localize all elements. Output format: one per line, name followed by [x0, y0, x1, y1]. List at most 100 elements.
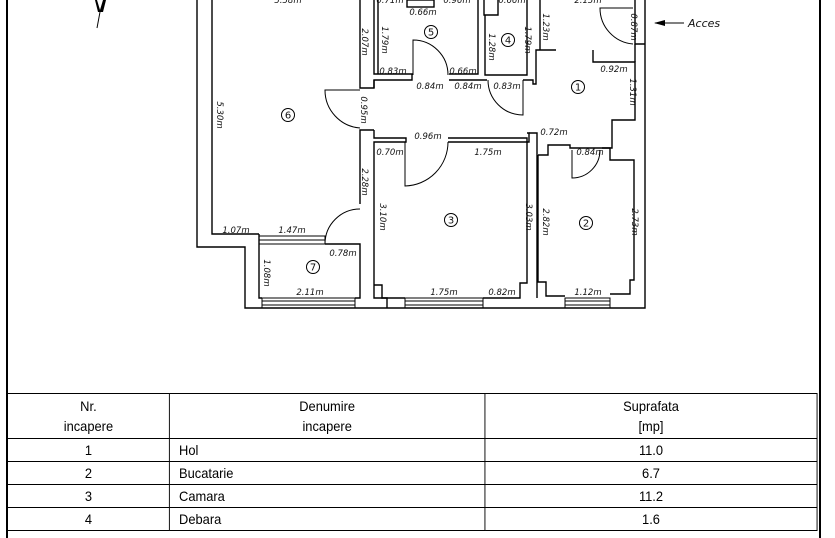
room-number: 7 [310, 263, 316, 274]
wall-2-top [529, 132, 538, 298]
windows [258, 235, 611, 309]
wall-6-right-lower [359, 129, 374, 204]
dimension-label: 2.13m [574, 0, 601, 6]
room-5-niche [406, 0, 435, 8]
dimension-label: 1.79m [522, 26, 532, 53]
dimension-label: 1.07m [222, 226, 249, 236]
dimension-label: 0.83m [379, 67, 406, 77]
header-area-line1: Suprafata [623, 398, 679, 414]
room-4-wall [483, 0, 499, 16]
dimension-label: 0.87m [628, 13, 638, 40]
dimension-label: 1.75m [474, 148, 501, 158]
room-number: 6 [285, 111, 291, 122]
dimension-label: 0.78m [329, 249, 356, 259]
cell-name: Camara [168, 484, 486, 508]
header-nr-line2: incapere [63, 418, 114, 434]
dimension-label: 0.95m [358, 96, 368, 123]
room-number: 5 [428, 28, 434, 39]
room-5-wall [373, 0, 413, 88]
dimension-label: 1.75m [430, 288, 457, 298]
header-name-line1: Denumire [299, 398, 356, 414]
dimension-label: 0.71m [376, 0, 403, 6]
outer-wall [196, 0, 646, 309]
dimension-labels: 3.38m 0.71m 0.96m 0.66m 0.66m 2.13m 1.79m 2.07m… [214, 0, 639, 298]
dimension-label: 2.07m [359, 28, 369, 55]
drawing-frame [6, 0, 821, 538]
cell-area: 11.0 [484, 438, 818, 462]
north-arrow-icon [95, 0, 106, 29]
dimension-label: 1.08m [261, 259, 271, 286]
room-marker-circle [501, 33, 515, 47]
dimension-label: 0.66m [498, 0, 525, 6]
room-2-right [602, 147, 635, 295]
room-2 [538, 133, 613, 156]
room-marker-circle [444, 213, 458, 227]
dimension-label: 0.83m [493, 82, 520, 92]
dimension-label: 1.31m [627, 78, 637, 105]
room-number: 3 [448, 216, 454, 227]
room-3-bottom-left [374, 284, 405, 299]
dimension-label: 0.72m [540, 128, 567, 138]
room-marker-circle [281, 108, 295, 122]
room-4-box [484, 0, 528, 76]
dimension-label: 5.30m [214, 101, 224, 128]
dimension-label: 0.66m [409, 8, 436, 18]
header-area-line2: [mp] [638, 418, 664, 434]
cell-name: Debara [168, 507, 486, 531]
room-5-right [449, 0, 479, 75]
room-7 [258, 234, 262, 299]
cell-name: Bucatarie [168, 461, 486, 485]
room-2-left [537, 155, 565, 297]
header-name-line2: incapere [302, 418, 352, 434]
table-header-row: Nr.incapere Denumire incapere Suprafata [m… [7, 393, 818, 439]
dimension-label: 0.84m [576, 148, 603, 158]
dimension-label: 2.11m [296, 288, 323, 298]
cell-area: 11.2 [484, 484, 818, 508]
dimension-label: 0.66m [449, 67, 476, 77]
room-6-wall [211, 0, 259, 235]
dimension-label: 0.84m [454, 82, 481, 92]
room-marker-circle [424, 25, 438, 39]
dimension-label: 3.38m [274, 0, 301, 6]
dimension-label: 0.96m [414, 132, 441, 142]
access-arrow-icon [654, 20, 684, 26]
dimension-label: 2.28m [359, 168, 369, 195]
dimension-label: 1.23m [540, 13, 550, 40]
cell-area: 1.6 [484, 507, 818, 531]
cell-area: 6.7 [484, 461, 818, 485]
cell-nr: 1 [7, 438, 170, 462]
header-nr: Nr.incapere [7, 393, 170, 439]
cell-name: Hol [168, 438, 486, 462]
dimension-label: 3.03m [523, 203, 533, 230]
dimension-label: 0.96m [443, 0, 470, 6]
dimension-label: 1.12m [574, 288, 601, 298]
wall-1-right-notch [592, 50, 636, 133]
room-marker-circle [579, 216, 593, 230]
room-marker-circle [571, 80, 585, 94]
dimension-label: 3.10m [377, 203, 387, 230]
dimension-label: 0.92m [600, 65, 627, 75]
dimension-label: 1.79m [379, 26, 389, 53]
dimension-label: 2.73m [629, 208, 639, 235]
wall-3-2 [483, 132, 530, 299]
dimension-label: 0.70m [376, 148, 403, 158]
cell-nr: 4 [7, 507, 170, 531]
doors [324, 7, 634, 245]
access-label: Acces [687, 17, 720, 30]
cell-nr: 3 [7, 484, 170, 508]
dimension-label: 2.82m [540, 208, 550, 235]
room-3-top [448, 137, 528, 143]
dimension-label: 1.47m [278, 226, 305, 236]
header-name: Denumire incapere [168, 393, 486, 439]
room-marker-circle [306, 260, 320, 274]
room-number: 4 [505, 36, 511, 47]
header-area: Suprafata [mp] [484, 393, 818, 439]
room-number: 1 [575, 83, 581, 94]
dimension-label: 0.82m [488, 288, 515, 298]
dimension-label: 1.28m [486, 33, 496, 60]
